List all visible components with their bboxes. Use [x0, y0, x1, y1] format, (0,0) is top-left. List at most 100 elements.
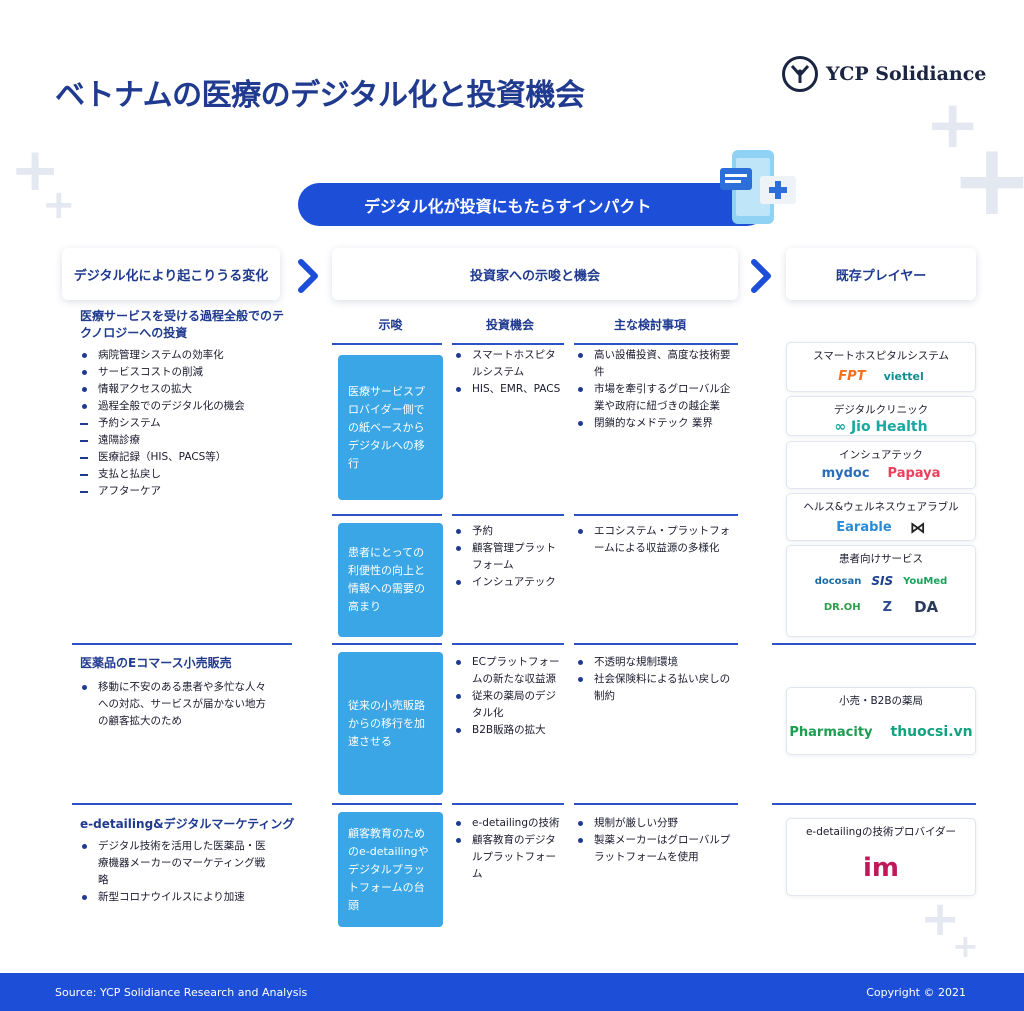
- subheader-opportunity: 投資機会: [485, 318, 534, 332]
- card-title: 患者向けサービス: [839, 553, 923, 565]
- section-list: 移動に不安のある患者や多忙な人々への対応、サービスが届かない地方の顧客拡大のため: [80, 679, 270, 730]
- divider: [452, 643, 564, 645]
- list-item: スマートホスピタルシステム: [454, 347, 564, 381]
- divider: [452, 803, 564, 805]
- decor-plus-icon: +: [42, 182, 76, 228]
- section-list: デジタル技術を活用した医薬品・医療機器メーカーのマーケティング戦略 新型コロナウ…: [80, 838, 270, 906]
- section-title: 医療サービスを受ける過程全般でのテクノロジーへの投資: [80, 309, 285, 340]
- suggest-box: 従来の小売販路からの移行を加速させる: [338, 652, 443, 795]
- player-card: インシュアテック mydoc Papaya: [786, 441, 976, 489]
- brand-logo: Papaya: [887, 466, 941, 481]
- brand-logo: im: [862, 853, 899, 883]
- list-item: 医療記録（HIS、PACS等）: [80, 449, 290, 466]
- footer-copyright: Copyright © 2021: [866, 985, 966, 999]
- player-card: 小売・B2Bの薬局 Pharmacity thuocsi.vn: [786, 687, 976, 755]
- opportunity-list: スマートホスピタルシステム HIS、EMR、PACS: [454, 347, 564, 398]
- brand-logo: Z: [882, 599, 893, 615]
- brand-logo: Pharmacity: [789, 724, 873, 740]
- section-title: e-detailing&デジタルマーケティング: [80, 817, 295, 831]
- brand-logo: ⋈: [909, 518, 926, 537]
- list-item: 顧客教育のデジタルプラットフォーム: [454, 832, 564, 883]
- suggest-box: 患者にとっての利便性の向上と情報への需要の高まり: [338, 523, 443, 637]
- chevron-right-icon: [298, 259, 318, 293]
- list-item: 顧客管理プラットフォーム: [454, 540, 564, 574]
- considerations-list: エコシステム・プラットフォームによる収益源の多様化: [576, 523, 738, 557]
- chevron-right-icon: [751, 259, 771, 293]
- list-item: 情報アクセスの拡大: [80, 381, 290, 398]
- divider: [574, 643, 738, 645]
- list-item: 予約システム: [80, 415, 290, 432]
- divider: [574, 803, 738, 805]
- footer: Source: YCP Solidiance Research and Anal…: [0, 973, 1024, 1011]
- phone-chat-icon: [720, 150, 796, 224]
- divider: [332, 343, 442, 345]
- list-item: 過程全般でのデジタル化の機会: [80, 398, 290, 415]
- list-item: 閉鎖的なメドテック 業界: [576, 415, 738, 432]
- divider: [452, 514, 564, 516]
- card-title: 小売・B2Bの薬局: [838, 695, 924, 707]
- opportunity-list: 予約 顧客管理プラットフォーム インシュアテック: [454, 523, 564, 591]
- list-item: 従来の薬局のデジタル化: [454, 688, 564, 722]
- divider: [772, 803, 976, 805]
- player-card: ヘルス&ウェルネスウェアラブル Earable ⋈: [786, 493, 976, 541]
- list-item: 予約: [454, 523, 564, 540]
- list-item: 移動に不安のある患者や多忙な人々への対応、サービスが届かない地方の顧客拡大のため: [80, 679, 270, 730]
- brand-logo: Earable: [836, 520, 892, 535]
- list-item: 支払と払戻し: [80, 466, 290, 483]
- impact-banner: デジタル化が投資にもたらすインパクト: [298, 183, 768, 226]
- divider: [332, 803, 442, 805]
- considerations-list: 規制が厳しい分野 製薬メーカーはグローバルプラットフォームを使用: [576, 815, 738, 866]
- brand-logo: DR.OH: [823, 601, 861, 613]
- player-card: e-detailingの技術プロバイダー im: [786, 818, 976, 896]
- subheader-considerations: 主な検討事項: [613, 318, 686, 332]
- decor-plus-icon: +: [925, 86, 981, 163]
- divider: [772, 643, 976, 645]
- opportunity-list: e-detailingの技術 顧客教育のデジタルプラットフォーム: [454, 815, 564, 883]
- footer-source: Source: YCP Solidiance Research and Anal…: [55, 985, 308, 999]
- list-item: 病院管理システムの効率化: [80, 347, 290, 364]
- page-title: ベトナムの医療のデジタル化と投資機会: [55, 78, 585, 113]
- card-title: e-detailingの技術プロバイダー: [805, 826, 957, 838]
- list-item: HIS、EMR、PACS: [454, 381, 564, 398]
- card-title: デジタルクリニック: [833, 404, 929, 416]
- section-title: 医薬品のEコマース小売販売: [80, 656, 232, 670]
- decor-plus-icon: +: [10, 135, 61, 205]
- subheader-suggest: 示唆: [378, 318, 403, 332]
- divider: [332, 514, 442, 516]
- brand-logo: thuocsi.vn: [890, 724, 973, 740]
- divider: [332, 643, 442, 645]
- list-item: デジタル技術を活用した医薬品・医療機器メーカーのマーケティング戦略: [80, 838, 270, 889]
- card-title: インシュアテック: [839, 449, 923, 461]
- list-item: 製薬メーカーはグローバルプラットフォームを使用: [576, 832, 738, 866]
- column-header-implications: 投資家への示唆と機会: [332, 248, 738, 300]
- list-item: サービスコストの削減: [80, 364, 290, 381]
- list-item: 不透明な規制環境: [576, 654, 738, 671]
- list-item: 市場を牽引するグローバル企業や政府に紐づきの越企業: [576, 381, 738, 415]
- column-header-changes: デジタル化により起こりうる変化: [62, 248, 280, 300]
- brand-logo: DA: [914, 598, 939, 616]
- decor-plus-icon: +: [952, 927, 979, 965]
- divider: [72, 803, 292, 805]
- company-logo: YCP Solidiance: [782, 56, 986, 92]
- decor-plus-icon: +: [920, 891, 961, 947]
- divider: [574, 514, 738, 516]
- list-item: エコシステム・プラットフォームによる収益源の多様化: [576, 523, 738, 557]
- divider: [574, 343, 738, 345]
- divider: [452, 343, 564, 345]
- logo-name: YCP Solidiance: [826, 63, 987, 85]
- column-header-players: 既存プレイヤー: [786, 248, 976, 300]
- brand-logo: docosan: [814, 575, 862, 587]
- section-list: 病院管理システムの効率化 サービスコストの削減 情報アクセスの拡大 過程全般での…: [80, 347, 290, 500]
- list-item: 社会保険料による払い戻しの制約: [576, 671, 738, 705]
- decor-plus-icon: +: [950, 121, 1024, 238]
- player-card: 患者向けサービス docosan SIS YouMed DR.OH Z DA: [786, 545, 976, 637]
- list-item: e-detailingの技術: [454, 815, 564, 832]
- brand-logo: ∞ Jio Health: [834, 419, 928, 435]
- list-item: 高い設備投資、高度な技術要件: [576, 347, 738, 381]
- suggest-box: 医療サービスプロバイダー側での紙ベースからデジタルへの移行: [338, 355, 443, 500]
- brand-logo: SIS: [871, 574, 894, 588]
- card-title: ヘルス&ウェルネスウェアラブル: [803, 501, 959, 513]
- card-title: スマートホスピタルシステム: [813, 350, 949, 362]
- brand-logo: YouMed: [903, 575, 948, 587]
- brand-logo: FPT: [838, 369, 866, 384]
